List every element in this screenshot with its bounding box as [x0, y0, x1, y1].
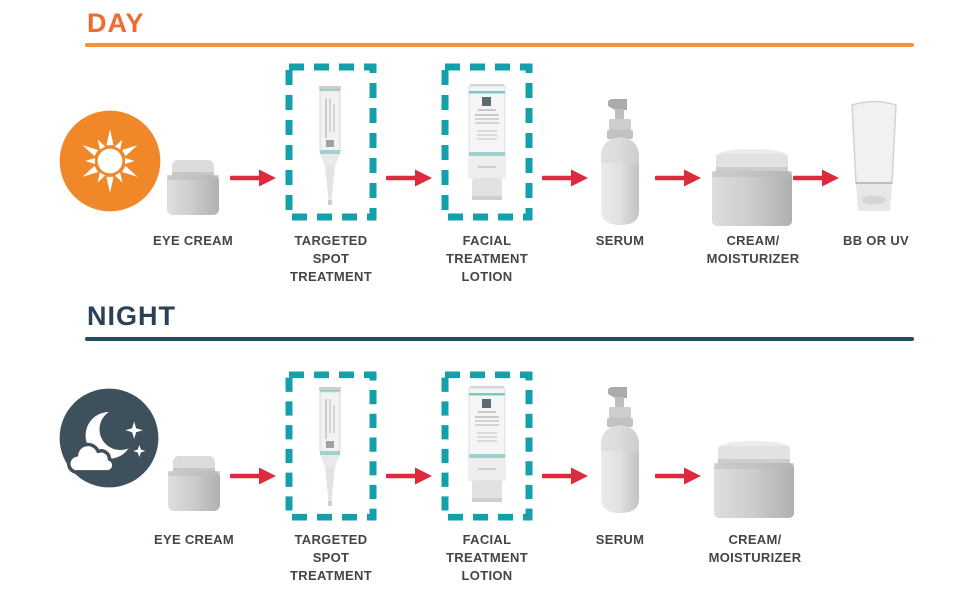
night-serum-label: SERUM: [595, 532, 645, 547]
flow-arrow-icon: [230, 169, 276, 187]
night-serum-product: [594, 385, 646, 517]
night-heading: NIGHT: [87, 301, 176, 331]
day-cream-moisturizer-product: [710, 148, 794, 228]
day-treatment-lotion-label: FACIAL TREATMENT LOTION: [446, 233, 528, 284]
day-divider-line: [85, 43, 914, 47]
day-eye-cream-product: [163, 159, 223, 217]
flow-arrow-icon: [542, 467, 588, 485]
flow-arrow-icon: [230, 467, 276, 485]
day-serum-product: [594, 97, 646, 229]
moon-icon: [57, 386, 161, 490]
day-heading: DAY: [87, 8, 145, 38]
night-eye-cream-label: EYE CREAM: [154, 532, 234, 547]
night-divider-line: [85, 337, 914, 341]
night-treatment-lotion-product: [464, 384, 510, 506]
night-spot-treatment-product: [310, 385, 350, 511]
night-eye-cream-product: [164, 455, 224, 513]
day-spot-treatment-product: [310, 84, 350, 210]
flow-arrow-icon: [655, 169, 701, 187]
night-spot-treatment-label: TARGETED SPOT TREATMENT: [290, 532, 372, 583]
night-cream-moisturizer-label: CREAM/ MOISTURIZER: [708, 532, 802, 565]
flow-arrow-icon: [542, 169, 588, 187]
night-cream-moisturizer-product: [712, 440, 796, 520]
day-eye-cream-label: EYE CREAM: [153, 233, 233, 248]
flow-arrow-icon: [386, 169, 432, 187]
flow-arrow-icon: [655, 467, 701, 485]
night-treatment-lotion-label: FACIAL TREATMENT LOTION: [446, 532, 528, 583]
day-cream-moisturizer-label: CREAM/ MOISTURIZER: [706, 233, 800, 266]
day-spot-treatment-label: TARGETED SPOT TREATMENT: [290, 233, 372, 284]
day-serum-label: SERUM: [595, 233, 645, 248]
day-treatment-lotion-product: [464, 82, 510, 204]
flow-arrow-icon: [386, 467, 432, 485]
sun-icon: [57, 108, 163, 214]
flow-arrow-icon: [793, 169, 839, 187]
day-bb-or-uv-product: [843, 97, 905, 217]
day-bb-or-uv-label: BB OR UV: [843, 233, 909, 248]
